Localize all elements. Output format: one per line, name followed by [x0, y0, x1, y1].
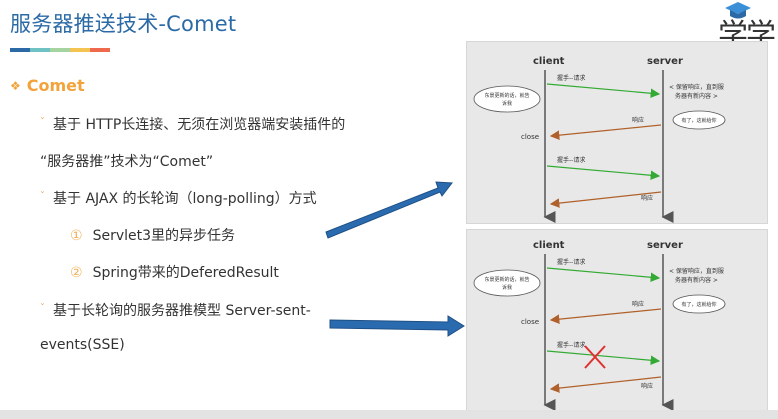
bubble-text: 有了，这就给你: [681, 117, 716, 124]
server-label: server: [647, 56, 683, 67]
bubble-text: 诉我: [502, 284, 512, 291]
response-arrow: [549, 191, 662, 208]
sub-item-text: Spring带来的DeferedResult: [92, 265, 279, 281]
request-arrow: [546, 83, 661, 99]
arrow-to-diagram2: [329, 315, 465, 337]
bullet-http-long-connection: ˇ 基于 HTTP长连接、无须在浏览器端安装插件的: [40, 114, 345, 134]
close-label: close: [521, 318, 539, 326]
number-two-icon: ②: [70, 265, 83, 281]
diamond-bullet-icon: ❖: [10, 79, 21, 93]
server-label: server: [647, 240, 683, 251]
bullet-text: 基于长轮询的服务器推模型 Server-sent-: [53, 303, 311, 319]
respond-label: 响应: [641, 382, 653, 390]
handshake-label: 握手--请求: [557, 341, 585, 349]
response-arrow: [549, 308, 662, 324]
bullet-ajax-long-polling: ˇ 基于 AJAX 的长轮询（long-polling）方式: [40, 188, 317, 208]
bubble-text: 东景更新的话，就告: [484, 92, 529, 99]
sub-item-spring: ② Spring带来的DeferedResult: [70, 262, 279, 282]
section-title: Comet: [26, 76, 85, 95]
sub-item-servlet3: ① Servlet3里的异步任务: [70, 225, 235, 245]
server-reply-bubble: [672, 110, 726, 130]
bullet-sse-model: ˇ 基于长轮询的服务器推模型 Server-sent-: [40, 300, 311, 320]
handshake-label: 握手--请求: [557, 74, 585, 82]
bullet-mark-icon: ˇ: [40, 303, 45, 314]
footer-bar: [0, 410, 778, 419]
respond-label: 响应: [641, 194, 653, 202]
cross-icon: [584, 345, 606, 369]
handshake-label: 握手--请求: [557, 156, 585, 164]
response-arrow: [549, 376, 662, 393]
server-note: 务器有新内容 >: [675, 276, 718, 284]
bullet-text: 基于 HTTP长连接、无须在浏览器端安装插件的: [53, 117, 346, 133]
bullet-mark-icon: ˇ: [40, 117, 45, 128]
page-title: 服务器推送技术-Comet: [10, 12, 237, 36]
respond-label: 响应: [632, 116, 644, 124]
server-note: < 保留响应，直到服: [669, 83, 724, 91]
number-one-icon: ①: [70, 228, 83, 244]
close-label: close: [521, 133, 539, 141]
section-heading: ❖ Comet: [10, 76, 85, 95]
server-note: < 保留响应，直到服: [669, 267, 724, 275]
request-arrow: [546, 350, 661, 366]
bullet-continuation: “服务器推”技术为“Comet”: [40, 154, 214, 170]
sequence-diagram: client server 握手--请求 东景更新的话，就告 诉我 < 保留响应…: [473, 240, 726, 411]
request-arrow: [546, 267, 661, 283]
title-color-bar: [10, 48, 110, 52]
client-thought-bubble: [473, 269, 541, 297]
response-arrow: [549, 124, 662, 140]
bullet-mark-icon: ˇ: [40, 191, 45, 202]
server-reply-bubble: [672, 294, 726, 314]
long-polling-diagram-2: client server 握手--请求 东景更新的话，就告 诉我 < 保留响应…: [466, 229, 768, 412]
bubble-text: 有了，这就给你: [681, 301, 716, 308]
bullet-text: 基于 AJAX 的长轮询（long-polling）方式: [53, 191, 317, 207]
handshake-label: 握手--请求: [557, 258, 585, 266]
bubble-text: 诉我: [502, 100, 512, 107]
graduation-cap-icon: [725, 2, 751, 19]
long-polling-diagram-1: client server 握手--请求 东景更新的话，就告 诉我 < 保留响应…: [466, 41, 768, 224]
request-arrow: [546, 165, 661, 181]
bubble-text: 东景更新的话，就告: [484, 276, 529, 283]
sequence-diagram: client server 握手--请求 东景更新的话，就告 诉我 < 保留响应…: [473, 56, 726, 223]
bullet-continuation: events(SSE): [40, 337, 125, 353]
client-thought-bubble: [473, 85, 541, 113]
server-note: 务器有新内容 >: [675, 92, 718, 100]
arrow-to-diagram1: [325, 181, 453, 239]
client-label: client: [533, 240, 565, 251]
client-label: client: [533, 56, 565, 67]
sub-item-text: Servlet3里的异步任务: [92, 228, 236, 244]
respond-label: 响应: [632, 300, 644, 308]
